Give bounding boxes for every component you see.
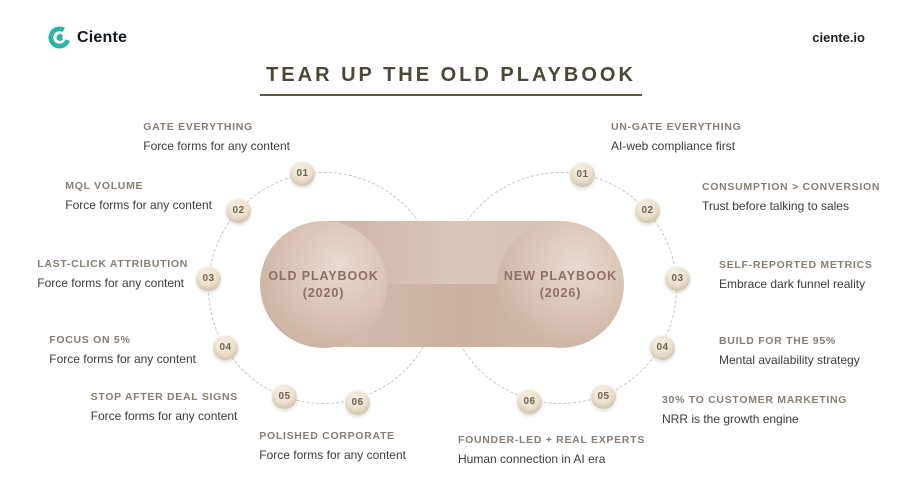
new-item-1-desc: AI-web compliance first <box>611 139 736 153</box>
old-step-badge-01: 01 <box>290 161 315 186</box>
ciente-logo: Ciente <box>48 26 127 49</box>
new-playbook-hub: NEW PLAYBOOK (2026) <box>497 221 624 348</box>
new-item-4-heading: BUILD FOR THE 95% <box>719 335 836 347</box>
old-item-2: MQL VOLUME Force forms for any content <box>65 180 212 212</box>
old-step-badge-02: 02 <box>226 198 251 223</box>
new-item-1: UN-GATE EVERYTHING AI-web compliance fir… <box>611 121 741 153</box>
page-title: TEAR UP THE OLD PLAYBOOK <box>260 64 642 96</box>
old-item-6: POLISHED CORPORATE Force forms for any c… <box>259 430 406 462</box>
new-step-badge-06: 06 <box>517 389 542 414</box>
new-step-badge-05: 05 <box>591 384 616 409</box>
new-item-3-heading: SELF-REPORTED METRICS <box>719 259 873 271</box>
old-step-badge-04: 04 <box>213 335 238 360</box>
old-item-4-heading: FOCUS ON 5% <box>49 334 131 346</box>
new-item-3-desc: Embrace dark funnel reality <box>719 277 866 291</box>
old-item-5-desc: Force forms for any content <box>90 409 238 423</box>
new-item-6-heading: FOUNDER-LED + REAL EXPERTS <box>458 434 645 446</box>
ciente-logo-text: Ciente <box>77 28 128 46</box>
old-playbook-year: (2020) <box>302 286 345 300</box>
new-item-5-desc: NRR is the growth engine <box>662 412 799 426</box>
new-item-6: FOUNDER-LED + REAL EXPERTS Human connect… <box>458 434 645 466</box>
new-step-badge-02: 02 <box>635 198 660 223</box>
new-item-1-heading: UN-GATE EVERYTHING <box>611 121 742 133</box>
new-step-badge-01: 01 <box>570 162 595 187</box>
new-item-3: SELF-REPORTED METRICS Embrace dark funne… <box>719 259 873 291</box>
new-item-2-desc: Trust before talking to sales <box>702 199 849 213</box>
new-playbook-year: (2026) <box>539 286 582 300</box>
site-url: ciente.io <box>812 30 865 45</box>
old-item-3-heading: LAST-CLICK ATTRIBUTION <box>37 258 188 270</box>
old-playbook-label: OLD PLAYBOOK <box>268 269 379 283</box>
new-step-badge-04: 04 <box>650 335 675 360</box>
old-item-2-desc: Force forms for any content <box>65 198 212 212</box>
new-step-badge-03: 03 <box>665 266 690 291</box>
new-item-6-desc: Human connection in AI era <box>458 452 606 466</box>
new-playbook-label: NEW PLAYBOOK <box>503 269 618 283</box>
new-item-5-heading: 30% TO CUSTOMER MARKETING <box>662 394 848 406</box>
old-step-badge-03: 03 <box>196 266 221 291</box>
new-item-5: 30% TO CUSTOMER MARKETING NRR is the gro… <box>662 394 847 426</box>
old-item-6-desc: Force forms for any content <box>259 448 406 462</box>
old-item-3-desc: Force forms for any content <box>37 276 185 290</box>
old-item-4-desc: Force forms for any content <box>49 352 196 366</box>
new-item-2: CONSUMPTION > CONVERSION Trust before ta… <box>702 181 880 213</box>
old-item-1: GATE EVERYTHING Force forms for any cont… <box>143 121 290 153</box>
new-item-2-heading: CONSUMPTION > CONVERSION <box>702 181 881 193</box>
old-item-4: FOCUS ON 5% Force forms for any content <box>49 334 196 366</box>
old-item-6-heading: POLISHED CORPORATE <box>259 430 395 442</box>
new-item-4: BUILD FOR THE 95% Mental availability st… <box>719 335 860 367</box>
old-item-5-heading: STOP AFTER DEAL SIGNS <box>90 391 238 403</box>
old-item-1-desc: Force forms for any content <box>143 139 290 153</box>
ciente-logo-icon <box>48 26 71 49</box>
old-playbook-hub: OLD PLAYBOOK (2020) <box>260 221 387 348</box>
new-item-4-desc: Mental availability strategy <box>719 353 860 367</box>
old-step-badge-06: 06 <box>345 390 370 415</box>
title-wrap: TEAR UP THE OLD PLAYBOOK <box>0 64 902 96</box>
old-step-badge-05: 05 <box>272 384 297 409</box>
old-item-3: LAST-CLICK ATTRIBUTION Force forms for a… <box>37 258 188 290</box>
old-item-1-heading: GATE EVERYTHING <box>143 121 253 133</box>
old-item-2-heading: MQL VOLUME <box>65 180 144 192</box>
old-item-5: STOP AFTER DEAL SIGNS Force forms for an… <box>91 391 238 423</box>
